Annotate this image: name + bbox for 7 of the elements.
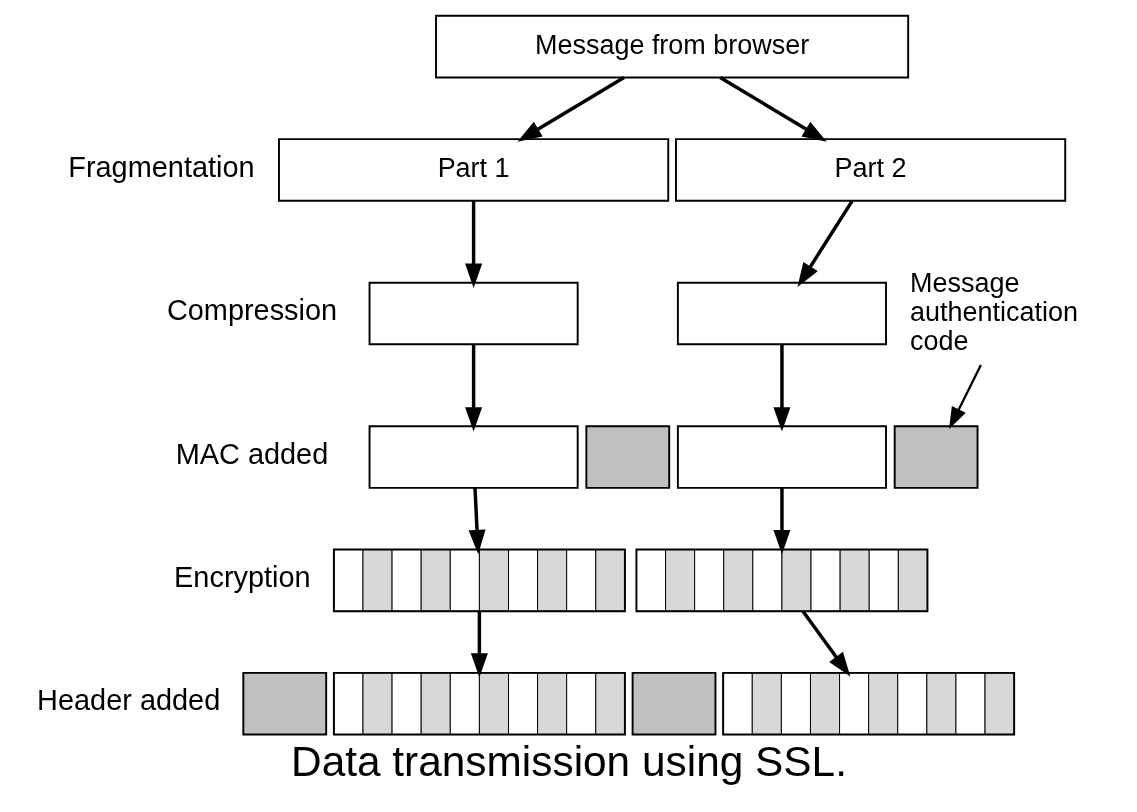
node-text: Message authentication code: [909, 267, 1078, 356]
label: Fragmentation: [67, 150, 255, 183]
label: Header added: [36, 684, 220, 717]
label: Compression: [166, 294, 337, 327]
label: MAC added: [175, 437, 328, 470]
label: Encryption: [173, 561, 311, 594]
caption: Data transmission using SSL.: [290, 738, 847, 786]
